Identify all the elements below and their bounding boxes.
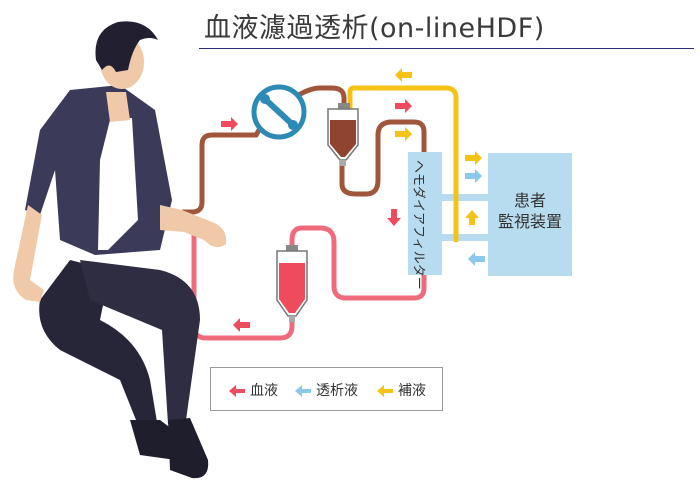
connector-bottom <box>442 234 490 241</box>
arrow-blood-return-icon <box>233 318 250 332</box>
legend-item-substitution: 補液 <box>377 380 426 400</box>
arrow-blood-down-icon <box>387 209 401 226</box>
monitor-label-line2: 監視装置 <box>498 212 562 231</box>
drip-chamber-icon <box>327 103 359 166</box>
arrow-substitution-out-icon <box>465 151 482 165</box>
hemodiafilter-label: ヘモダイアフィルター <box>411 160 426 290</box>
legend-label-blood: 血液 <box>250 383 278 399</box>
monitor-box <box>488 153 572 276</box>
legend-label-substitution: 補液 <box>398 383 426 399</box>
arrow-blood-to-filter-icon <box>395 99 412 113</box>
arrow-blood-in-icon <box>221 117 238 131</box>
legend: 血液 透析液 補液 <box>210 367 443 411</box>
title-underline <box>199 48 694 49</box>
arrow-dialysate-in-icon <box>468 252 485 266</box>
arrow-dialysate-out-icon <box>465 169 482 183</box>
substitution-line <box>347 85 459 243</box>
arrow-substitution-return-icon <box>395 68 412 82</box>
arrow-substitution-to-filter-icon <box>395 127 412 141</box>
legend-item-dialysate: 透析液 <box>295 380 358 400</box>
venous-chamber-icon <box>276 245 308 322</box>
page-title: 血液濾過透析(on-lineHDF) <box>204 13 545 44</box>
flow-arrows <box>221 68 485 332</box>
legend-item-blood: 血液 <box>229 380 278 400</box>
arrow-substitution-up-icon <box>465 210 479 225</box>
patient-illustration <box>13 21 227 479</box>
connector-top <box>442 194 490 201</box>
blood-pump-icon <box>251 84 307 140</box>
legend-blood-arrow-icon <box>229 385 245 397</box>
legend-label-dialysate: 透析液 <box>316 383 358 399</box>
drip-to-filter-line <box>339 119 427 197</box>
legend-dialysate-arrow-icon <box>295 385 311 397</box>
monitor-label-line1: 患者 <box>514 191 546 210</box>
legend-substitution-arrow-icon <box>377 385 393 397</box>
hemodiafilter-box <box>408 152 442 275</box>
